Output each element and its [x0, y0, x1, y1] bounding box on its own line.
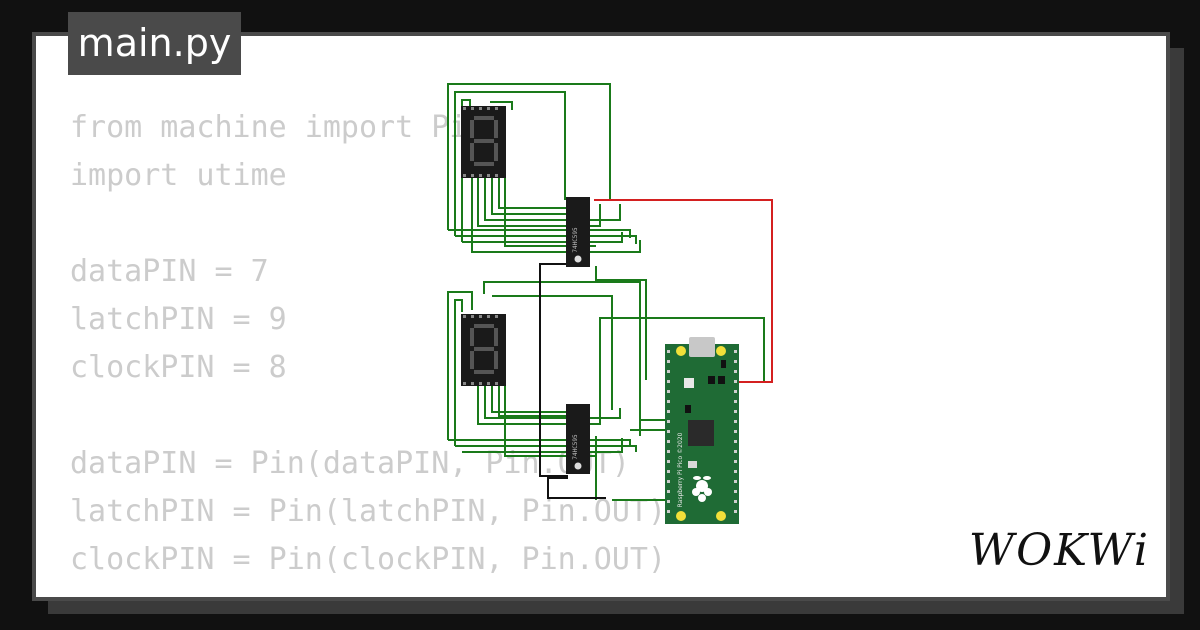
seven-segment-display	[461, 314, 506, 386]
ground-wire	[547, 477, 606, 499]
chip-label: 74HC595	[572, 227, 579, 253]
raspberry-pi-pico-board: Raspberry Pi Pico ©2020	[665, 337, 739, 524]
code-line: latchPIN = 9	[70, 302, 287, 337]
shift-register-chip: 74HC595	[566, 197, 590, 267]
code-block: from machine import Pin import utime dataP…	[70, 104, 666, 584]
chip-label: 74HC595	[572, 434, 579, 460]
code-line: clockPIN = Pin(clockPIN, Pin.OUT)	[70, 542, 667, 577]
code-line: from machine import Pin	[70, 110, 486, 145]
seven-segment-display	[461, 106, 506, 178]
wokwi-logo: WOKWi	[968, 525, 1150, 576]
file-tab[interactable]: main.py	[68, 12, 241, 75]
code-line: import utime	[70, 158, 287, 193]
code-line: clockPIN = 8	[70, 350, 287, 385]
ground-wire	[539, 263, 568, 477]
code-card: from machine import Pin import utime dataP…	[32, 32, 1170, 601]
power-wire	[594, 199, 773, 383]
code-line: dataPIN = 7	[70, 254, 269, 289]
board-label: Raspberry Pi Pico ©2020	[677, 432, 684, 507]
shift-register-chip: 74HC595	[566, 404, 590, 474]
raspberry-logo-icon	[692, 476, 712, 502]
